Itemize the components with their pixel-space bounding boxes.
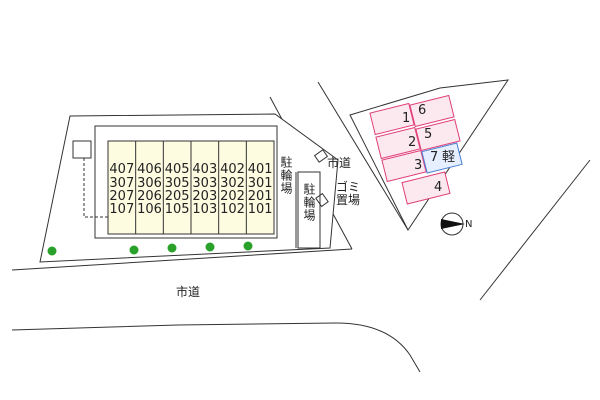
unit-number: 306 (137, 176, 162, 191)
building-unit-dividers (135, 141, 247, 234)
unit-number: 305 (164, 176, 190, 191)
parking-number: 6 (418, 103, 427, 118)
unit-number: 301 (247, 176, 273, 191)
garbage-area-label: ゴミ置場 (336, 180, 361, 207)
north-label: N (465, 219, 473, 230)
compact-parking-space (421, 142, 463, 174)
utility-box (72, 140, 92, 159)
unit-number: 303 (192, 176, 218, 191)
road-label-bottom: 市道 (176, 285, 201, 299)
parking-number: 5 (424, 127, 433, 142)
unit-number: 205 (164, 189, 190, 204)
parking-space (415, 118, 461, 152)
unit-number: 201 (247, 189, 273, 204)
unit-number: 203 (192, 189, 218, 204)
compact-car-label: 軽 (442, 150, 456, 165)
tree-row (47, 241, 253, 256)
unit-number: 101 (247, 202, 273, 217)
parking-spaces (369, 94, 463, 205)
parking-number: 1 (402, 111, 411, 126)
unit-number: 402 (220, 162, 245, 177)
bike-parking-label-1: 駐輪場 (279, 156, 293, 195)
parking-number: 2 (408, 135, 417, 150)
unit-number: 102 (220, 202, 245, 217)
parking-space (409, 94, 455, 128)
unit-number: 106 (137, 202, 162, 217)
north-arrow-icon (440, 212, 465, 236)
entrance-markers (313, 149, 329, 208)
unit-number: 307 (109, 176, 135, 191)
bike-parking-2-box (297, 171, 321, 249)
bike-parking-label-2: 駐輪場 (302, 183, 316, 222)
unit-number: 105 (164, 202, 190, 217)
bike-parking-1-box (278, 150, 296, 205)
parking-space (375, 126, 421, 160)
tree-icon (167, 243, 177, 253)
tree-icon (205, 242, 215, 252)
parking-number: 3 (414, 158, 423, 173)
tree-icon (47, 246, 57, 256)
parking-space (401, 171, 451, 205)
tree-icon (243, 241, 253, 251)
unit-number: 207 (109, 189, 135, 204)
parking-space (369, 102, 415, 136)
unit-number: 206 (137, 189, 162, 204)
unit-number: 401 (247, 162, 273, 177)
road-label-right: 市道 (327, 156, 352, 170)
unit-number: 406 (137, 162, 162, 177)
unit-number: 403 (192, 162, 218, 177)
unit-number: 202 (220, 189, 245, 204)
parking-number: 7 (430, 150, 439, 165)
unit-number: 107 (109, 202, 135, 217)
parking-space (381, 149, 427, 183)
dashed-path (83, 158, 108, 218)
parking-number: 4 (434, 180, 443, 195)
tree-icon (129, 245, 139, 255)
unit-number: 405 (164, 162, 190, 177)
unit-number: 103 (192, 202, 218, 217)
unit-number: 302 (220, 176, 245, 191)
unit-number: 407 (109, 162, 135, 177)
